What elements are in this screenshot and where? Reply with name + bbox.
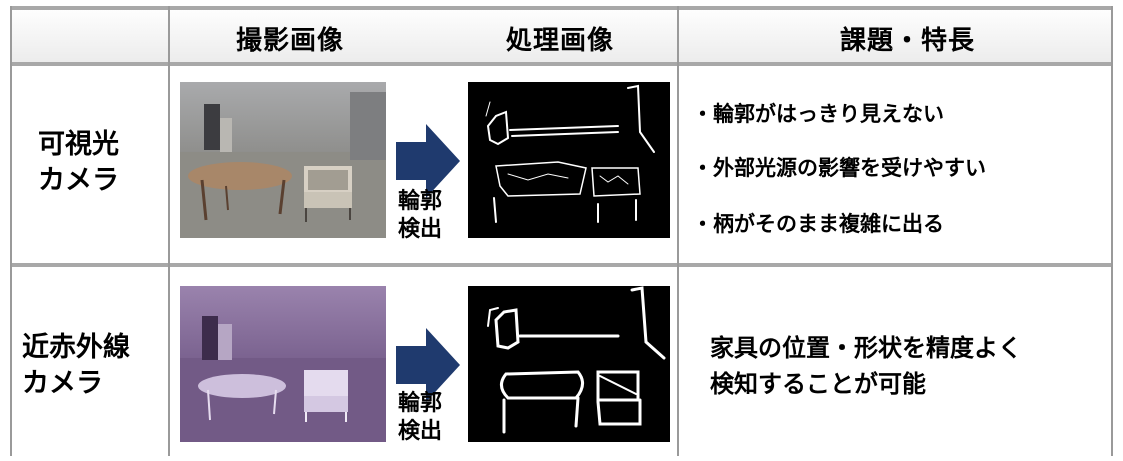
header-processed-image: 処理画像	[506, 26, 615, 56]
row-divider	[10, 263, 1113, 267]
table-header: 撮影画像 処理画像 課題・特長	[10, 6, 1113, 62]
visible-processed-image	[468, 82, 670, 238]
detect-label-line2: 検出	[398, 419, 443, 444]
issue-note-1: ・輪郭がはっきり見えない	[692, 102, 944, 126]
table-right-border	[1111, 6, 1113, 456]
edge-detection-label: 輪郭 検出	[398, 390, 442, 446]
detect-label-line2: 検出	[398, 217, 443, 242]
header-captured-image: 撮影画像	[236, 26, 345, 56]
row-label-line1: 近赤外線	[22, 332, 130, 363]
detect-label-line1: 輪郭	[398, 391, 443, 416]
arrow-right-icon	[396, 328, 460, 402]
column-divider-1	[168, 6, 170, 456]
summary-line1: 家具の位置・形状を精度よく	[710, 334, 1022, 362]
row-label-line2: カメラ	[22, 368, 103, 399]
nir-feature-summary: 家具の位置・形状を精度よく 検知することが可能	[710, 330, 1022, 402]
header-issues-features: 課題・特長	[840, 26, 976, 56]
row-label-line1: 可視光	[38, 129, 119, 160]
issue-note-2: ・外部光源の影響を受けやすい	[692, 156, 986, 180]
comparison-table: 撮影画像 処理画像 課題・特長 可視光 カメラ	[10, 6, 1113, 456]
issue-note-3: ・柄がそのまま複雑に出る	[692, 212, 944, 236]
edge-detection-label: 輪郭 検出	[398, 188, 442, 244]
arrow-right-icon	[396, 124, 460, 198]
detect-label-line1: 輪郭	[398, 189, 443, 214]
header-divider	[10, 62, 1113, 66]
column-divider-2	[677, 6, 679, 456]
row-label-line2: カメラ	[38, 165, 119, 196]
visible-camera-photo	[180, 82, 386, 238]
row-label-visible-camera: 可視光 カメラ	[38, 127, 119, 199]
table-top-border	[10, 6, 1113, 10]
nir-processed-image	[468, 286, 670, 442]
nir-camera-photo	[180, 286, 386, 442]
table-left-border	[10, 6, 12, 456]
row-label-nir-camera: 近赤外線 カメラ	[22, 330, 130, 402]
summary-line2: 検知することが可能	[710, 370, 926, 398]
